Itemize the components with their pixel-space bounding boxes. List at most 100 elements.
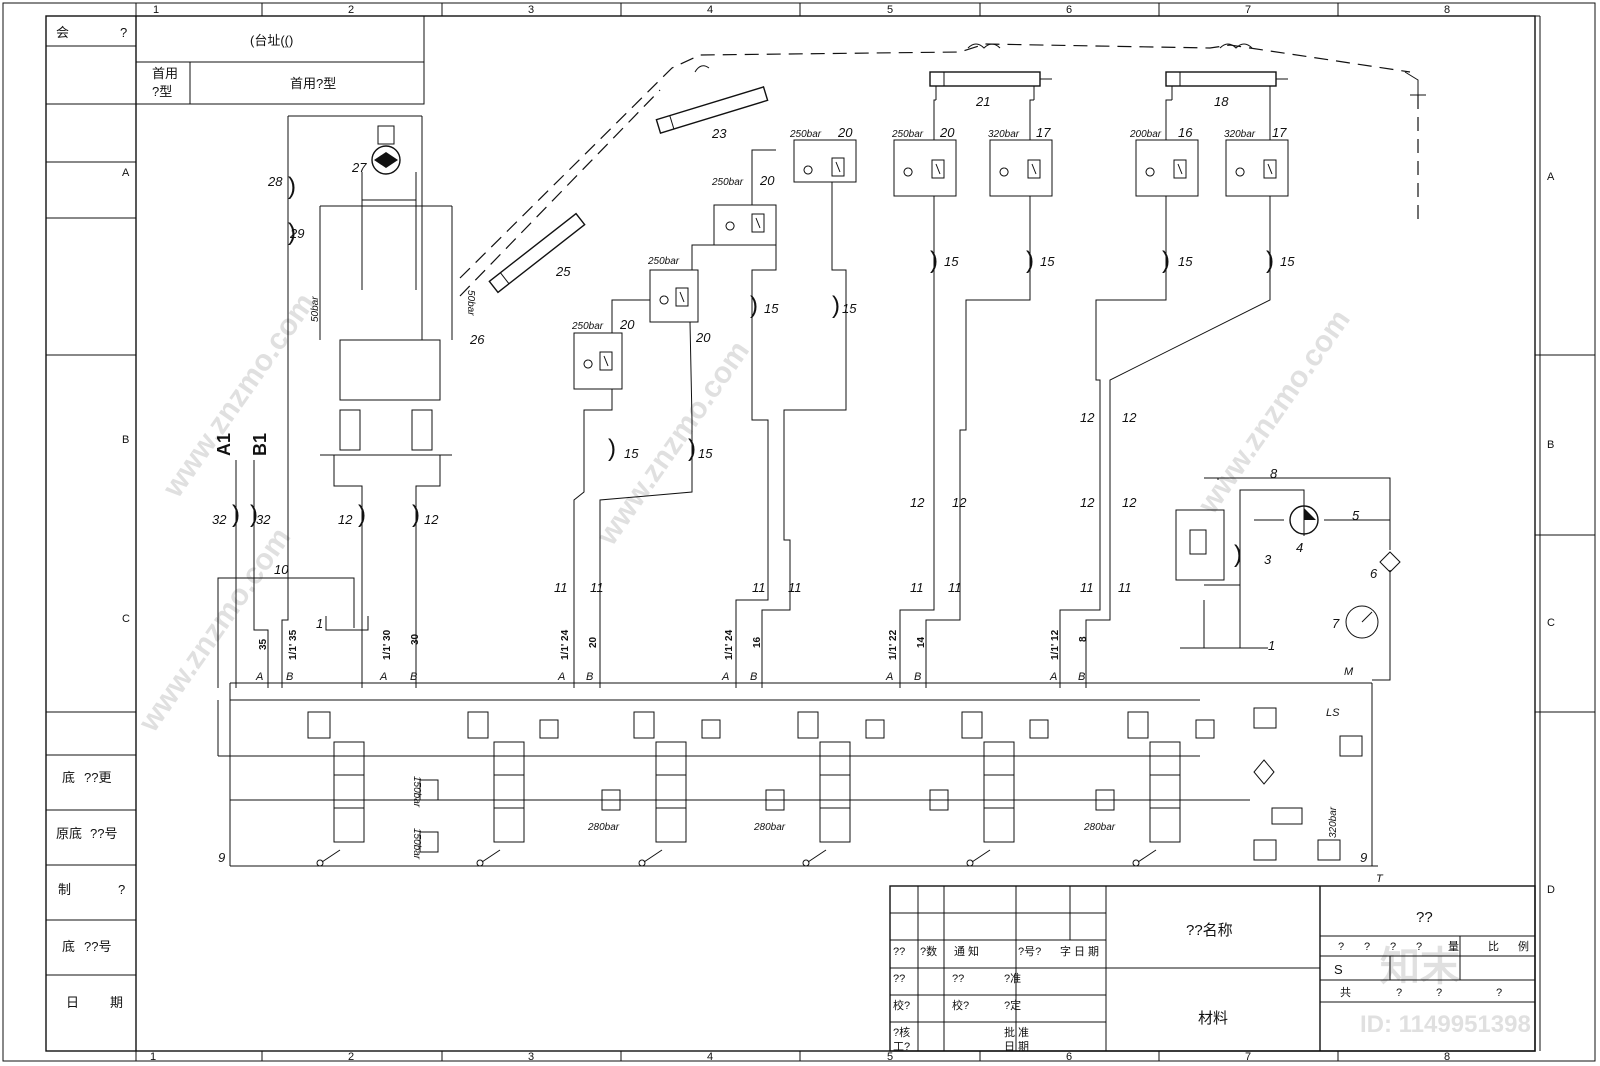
part-18: 18 (1214, 94, 1229, 109)
col-4-bottom: 4 (707, 1051, 713, 1063)
part-12-c: 12 (910, 495, 925, 510)
tb-r2-c3: ?准 (1004, 972, 1021, 985)
strip-row3-a: 制 (58, 882, 71, 897)
pipe-spec-5: 14 (916, 636, 927, 648)
pressure-250-d: 250bar (789, 129, 822, 140)
watermark-site-3: www.znzmo.com (1191, 304, 1357, 521)
part-7: 7 (1332, 616, 1340, 631)
title-block: ??名称 材料 ?? ?? ?数 通 知 ?号? 字 日 期 ?? ?? ?准 … (889, 885, 1536, 1053)
valve-section-1 (307, 711, 365, 867)
part-10: 10 (274, 562, 289, 577)
part-15-g: 15 (1178, 254, 1193, 269)
hose-mark: ) (1234, 541, 1242, 568)
tb-right-1-e: 量 (1448, 940, 1459, 953)
tb-r3-c1: 校? (893, 998, 910, 1012)
part-1-left: 1 (316, 616, 323, 631)
hose-marks: ) ) ) ) ) ) ) ) ) ) ) ) ) ) ) (232, 173, 1274, 568)
valve-section-2 (419, 711, 559, 867)
pressure-250-b: 250bar (647, 256, 680, 267)
part-15-h: 15 (1280, 254, 1295, 269)
strip-row3-b: ? (118, 882, 125, 897)
tb-r2-c2: ?? (952, 973, 964, 985)
row-c-right: C (1547, 617, 1555, 629)
column-ruler-top: 1 2 3 4 5 6 7 8 (135, 3, 1450, 16)
pump-27 (371, 125, 401, 175)
part-8: 8 (1270, 466, 1278, 481)
tb-right-1-c: ? (1390, 941, 1396, 953)
relief-block-right (1175, 509, 1225, 581)
part-5: 5 (1352, 508, 1360, 523)
part-20-c: 20 (759, 173, 775, 188)
part-25: 25 (555, 264, 571, 279)
pressure-320-b: 320bar (1224, 129, 1256, 140)
tb-right-1-f: 比 (1488, 940, 1499, 953)
tb-r5-c2: 日 期 (1004, 1040, 1029, 1053)
tb-r1-c5: 字 (1060, 944, 1071, 958)
pressure-280-c: 280bar (1083, 822, 1116, 833)
title-top-right: ?? (1416, 909, 1433, 926)
material: 材料 (1198, 1010, 1228, 1027)
tb-right-3-c: ? (1436, 987, 1442, 999)
port-b-4: B (750, 671, 757, 683)
port-m: M (1344, 666, 1354, 678)
tb-right-1-g: 例 (1518, 939, 1529, 953)
tb-r5-c1: 工? (893, 1041, 910, 1053)
header-row-label-1: 首用 (152, 66, 178, 81)
part-26: 26 (469, 332, 485, 347)
part-15-f: 15 (1040, 254, 1055, 269)
tb-r3-c3: ?定 (1004, 998, 1021, 1012)
drawing-name: ??名称 (1186, 922, 1233, 939)
part-27: 27 (351, 160, 367, 175)
left-revision-strip: 会 ? 底 ??更 原底 ??号 制 ? 底 ??号 日 期 (46, 25, 136, 1010)
pressure-labels: 250bar 250bar 250bar 250bar 250bar 320ba… (310, 129, 1339, 860)
pressure-250-e: 250bar (891, 129, 924, 140)
tb-r1-c1: ?? (893, 946, 905, 958)
tank-1-left (325, 616, 369, 631)
pipe-spec-labels: 35 1/1' 35 1/1' 30 30 1/1' 24 20 1/1' 24… (258, 629, 1089, 660)
row-d-right: D (1547, 884, 1555, 896)
part-12-e: 12 (1080, 495, 1095, 510)
part-4: 4 (1296, 540, 1303, 555)
row-b-right: B (1547, 439, 1554, 451)
part-9-left: 9 (218, 850, 225, 865)
pressure-280-b: 280bar (753, 822, 786, 833)
part-29: 29 (289, 226, 304, 241)
part-15-b: 15 (698, 446, 713, 461)
pump-4 (1289, 505, 1319, 535)
header-box: (台址(̤() 首用 ?型 首用?型 (135, 15, 425, 105)
part-12-f: 12 (1122, 495, 1137, 510)
row-c-left: C (122, 613, 130, 625)
hose-mark: ) (288, 219, 296, 246)
hose-mark: ) (288, 173, 296, 200)
col-8-bottom: 8 (1444, 1051, 1450, 1063)
hose-mark: ) (832, 292, 840, 319)
tb-right-1-d: ? (1416, 941, 1422, 953)
part-28: 28 (267, 174, 283, 189)
port-a-5: A (885, 671, 893, 683)
tb-r1-c6: 日 期 (1074, 945, 1099, 958)
part-6: 6 (1370, 566, 1378, 581)
col-7: 7 (1245, 4, 1251, 16)
hose-mark: ) (1026, 247, 1034, 274)
part-15-d: 15 (842, 301, 857, 316)
strip-row4-a: 底 (62, 939, 75, 954)
tb-r1-c2: ?数 (920, 945, 937, 958)
col-3: 3 (528, 4, 534, 16)
hose-mark: ) (1266, 247, 1274, 274)
hose-mark: ) (688, 435, 696, 462)
pressure-320-c: 320bar (1328, 806, 1339, 838)
row-a-right: A (1547, 171, 1555, 183)
port-a-2: A (379, 671, 387, 683)
port-a-6: A (1049, 671, 1057, 683)
strip-top-mark: ? (120, 25, 127, 40)
port-ls: LS (1326, 707, 1340, 719)
col-5: 5 (887, 4, 893, 16)
port-a-3: A (557, 671, 565, 683)
strip-row2-b: ??号 (90, 826, 117, 841)
pipe-spec-2: 30 (410, 633, 421, 645)
header-title: (台址(̤() (250, 33, 293, 49)
port-labels: A1 B1 A B A B A B A B A B A B M LS T (214, 433, 1384, 885)
pipe-network (217, 99, 1391, 867)
